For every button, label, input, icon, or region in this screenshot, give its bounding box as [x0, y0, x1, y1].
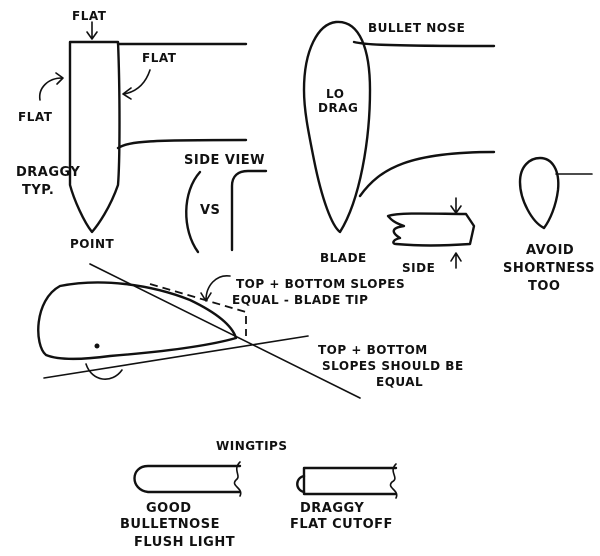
draggy-caption-line1: DRAGGY — [300, 501, 364, 516]
arrow-curved-right-icon — [38, 72, 64, 101]
bottom-slope-line — [43, 335, 309, 379]
draggy-wingtip-outline — [302, 466, 398, 496]
blade-label: BLADE — [320, 251, 367, 265]
lo-drag-label-line1: LO — [326, 87, 344, 101]
arrow-down-icon — [86, 21, 98, 40]
pointed-tip-outline — [68, 40, 121, 234]
slopes-equal-note-line1: TOP + BOTTOM — [318, 343, 428, 357]
good-caption-line1: GOOD — [146, 501, 192, 516]
flat-right-label: FLAT — [142, 51, 177, 65]
good-caption-line2: BULLETNOSE — [120, 517, 220, 532]
good-caption-line3: FLUSH LIGHT — [134, 535, 235, 550]
arrow-down-icon — [450, 197, 462, 214]
arrow-up-icon — [450, 252, 462, 269]
flat-top-label: FLAT — [72, 9, 107, 23]
side-view-square-profile — [230, 169, 268, 252]
bullet-wing-edge-top — [352, 40, 496, 48]
good-wingtip-break — [233, 461, 242, 497]
slopes-equal-note-line2: SLOPES SHOULD BE — [322, 359, 464, 373]
arrow-curved-left-icon — [200, 275, 231, 302]
short-tip-example: AVOID SHORTNESS TOO — [503, 156, 595, 294]
side-label: SIDE — [402, 261, 435, 275]
draggy-pointed-tip: FLAT FLAT FLAT DRAGGY TYP. POINT — [16, 9, 248, 251]
top-slope-line — [89, 263, 361, 399]
avoid-label-line3: TOO — [528, 279, 560, 294]
arrow-curved-left-icon — [122, 69, 151, 100]
vs-label: VS — [200, 203, 220, 218]
side-view-label: SIDE VIEW — [184, 153, 265, 168]
slopes-equal-note-line3: EQUAL — [376, 375, 423, 389]
wingtips-heading: WINGTIPS — [216, 439, 287, 453]
wing-edge-bottom — [116, 138, 248, 150]
bullet-nose-blade-tip: BULLET NOSE LO DRAG BLADE — [302, 20, 496, 265]
blade-side-profile: SIDE — [386, 197, 476, 275]
bullet-blade-outline — [302, 20, 372, 234]
blade-tip-note-line2: EQUAL - BLADE TIP — [232, 293, 368, 307]
draggy-wingtip-bump — [296, 474, 306, 494]
tip-side-view-slopes: TOP + BOTTOM SLOPES EQUAL - BLADE TIP TO… — [37, 263, 464, 399]
bullet-nose-label: BULLET NOSE — [368, 21, 465, 35]
flat-left-label: FLAT — [18, 110, 53, 124]
blade-tip-note-line1: TOP + BOTTOM SLOPES — [236, 277, 405, 291]
avoid-label-line2: SHORTNESS — [503, 261, 595, 276]
good-wingtip-outline — [133, 464, 242, 494]
draggy-wingtip-break — [389, 463, 398, 499]
bullet-wing-edge-bottom — [358, 150, 496, 198]
blade-side-outline — [386, 212, 476, 247]
tip-side-marker-dot — [94, 343, 100, 349]
blade-tip-dashed-line — [149, 283, 247, 336]
draggy-typ-label-line2: TYP. — [22, 183, 54, 198]
short-tip-outline — [518, 156, 560, 230]
point-label: POINT — [70, 237, 115, 251]
draggy-wingtip: DRAGGY FLAT CUTOFF — [290, 463, 398, 532]
wingtips-comparison: WINGTIPS GOOD BULLETNOSE FLUSH LIGHT DRA… — [120, 439, 398, 550]
tip-side-lower-bulge — [85, 363, 123, 380]
good-wingtip: GOOD BULLETNOSE FLUSH LIGHT — [120, 461, 242, 550]
side-view-rounded-profile — [185, 170, 202, 254]
tip-side-profile — [37, 281, 238, 361]
side-view-comparison: SIDE VIEW VS — [184, 153, 268, 254]
lo-drag-label-line2: DRAG — [318, 101, 358, 115]
draggy-typ-label-line1: DRAGGY — [16, 165, 80, 180]
avoid-label-line1: AVOID — [526, 243, 574, 258]
draggy-caption-line2: FLAT CUTOFF — [290, 517, 393, 532]
